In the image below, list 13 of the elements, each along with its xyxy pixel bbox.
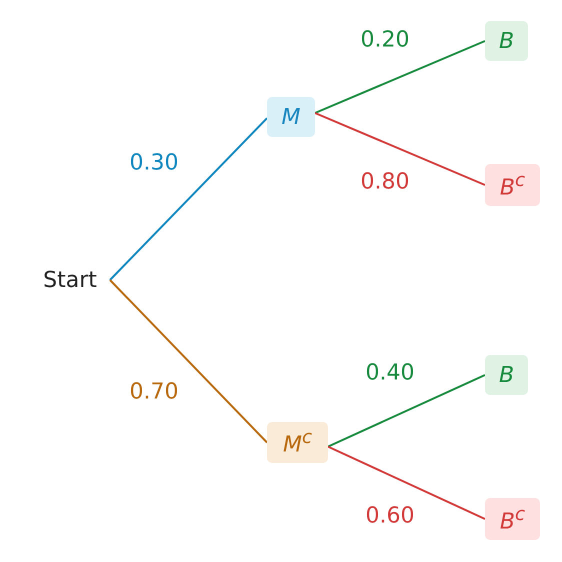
event-box: B [485, 355, 528, 395]
event-box: B$^{c}$ [485, 164, 540, 206]
branch-line [109, 118, 268, 281]
event-box: B$^{c}$ [485, 498, 540, 540]
event-box: B [485, 21, 528, 61]
event-box: M$^{c}$ [267, 422, 328, 463]
branch-line [109, 279, 268, 444]
root-label: Start [30, 264, 110, 296]
event-box: M [267, 97, 315, 137]
branch-line [314, 40, 486, 114]
branch-line [328, 374, 486, 448]
branch-line [314, 112, 486, 186]
branch-line [328, 446, 486, 520]
